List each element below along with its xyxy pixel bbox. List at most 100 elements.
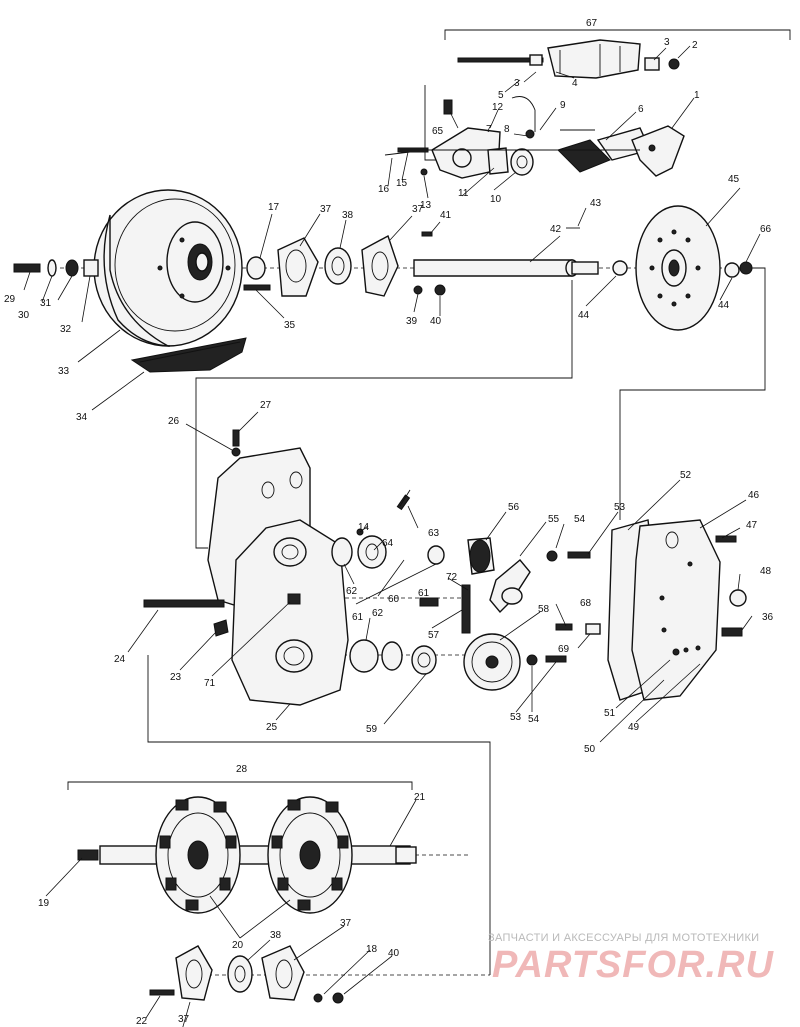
part-label: 5 [498,90,504,101]
part-label: 68 [580,598,592,609]
nut-2 [668,58,680,70]
washer-26 [231,447,241,457]
screw-8 [525,129,535,139]
part-label: 64 [382,538,394,549]
part-label: 22 [136,1016,148,1027]
watermark-logo: PARTSFOR.RU [492,944,774,986]
part-label: 12 [492,102,504,113]
part-label: 54 [574,514,586,525]
case-25 [231,519,349,706]
part-label: 13 [420,200,432,211]
jackshaft-assembly [243,227,628,297]
bolt-35 [243,284,271,291]
part-label: 18 [366,944,378,955]
part-label: 20 [232,940,244,951]
part-label: 1 [694,90,700,101]
nut-13 [420,168,428,176]
part-label: 46 [748,490,760,501]
plate-1 [631,125,685,177]
bolt-19 [77,849,99,861]
part-label: 35 [284,320,296,331]
washer-17 [246,256,266,280]
part-label: 31 [40,298,52,309]
bearing-62b [349,639,379,673]
part-label: 41 [440,210,452,221]
part-label: 38 [342,210,354,221]
bolt-29 [13,263,41,273]
watermark-tagline: ЗАПЧАСТИ И АКСЕССУАРЫ ДЛЯ МОТОТЕХНИКИ [488,932,760,944]
pin-68 [555,623,573,631]
part-label: 38 [270,930,282,941]
bolt-22 [149,989,175,996]
flange-37d [175,945,213,1001]
part-label: 51 [604,708,616,719]
part-label: 65 [432,126,444,137]
part-label: 24 [114,654,126,665]
chaincase-internals [331,489,601,691]
lower-bearing-group [149,945,344,1004]
seal-62a [331,537,353,567]
part-label: 45 [728,174,740,185]
spacer-32 [83,259,99,277]
part-label: 47 [746,520,758,531]
part-label: 10 [490,194,502,205]
nut-23 [213,619,229,637]
part-label: 9 [560,100,566,111]
nut-40a [434,284,446,296]
part-label: 28 [236,764,248,775]
part-label: 11 [458,188,469,199]
part-label: 42 [550,224,562,235]
part-label: 57 [428,630,440,641]
bolt-53b [545,655,567,663]
fitting-65 [443,99,453,115]
part-label: 61 [352,612,364,623]
part-label: 44 [718,300,730,311]
part-label: 6 [638,104,644,115]
part-label: 56 [508,502,520,513]
part-label: 67 [586,18,598,29]
part-label: 4 [572,78,578,89]
part-label: 40 [388,948,400,959]
part-label: 29 [4,294,16,305]
part-label: 8 [504,124,510,135]
part-label: 37 [320,204,332,215]
pad-6 [557,139,611,173]
long-bolt-5 [457,57,544,63]
flange-37b [361,234,399,297]
plug-36 [721,627,743,637]
bearing-64 [357,535,387,569]
bolt-24 [143,599,225,608]
track-drive-shaft-assembly [77,796,417,914]
part-label: 21 [414,792,426,803]
part-label: 37 [340,918,352,929]
shaft-21 [99,845,411,865]
part-label: 62 [346,586,358,597]
part-label: 33 [58,366,70,377]
part-number-labels: 67 3 2 5 3 4 12 9 6 1 65 7 8 16 15 13 11… [4,18,774,1027]
bearing-10 [510,148,534,176]
nut-66 [739,261,753,275]
part-label: 50 [584,744,596,755]
bolt-47 [715,535,737,543]
screw-51 [672,648,680,656]
spacer-59 [411,645,437,675]
part-label: 58 [538,604,550,615]
part-label: 44 [578,310,590,321]
bearing-38a [324,247,352,285]
part-label: 66 [760,224,772,235]
seal-61b [381,641,403,671]
chaincase-assembly [143,429,349,706]
bolt-53a [567,551,591,559]
part-label: 14 [358,522,370,533]
chaincase-cover [607,519,747,701]
part-label: 72 [446,572,458,583]
part-label: 49 [628,722,640,733]
spacer-3 [644,57,660,71]
part-label: 43 [590,198,602,209]
part-label: 27 [260,400,272,411]
bushing-69 [585,623,601,635]
bearing-38b [227,955,253,993]
brake-disc-assembly [635,205,753,331]
cover-46 [631,519,721,701]
washer-44a [612,260,628,276]
